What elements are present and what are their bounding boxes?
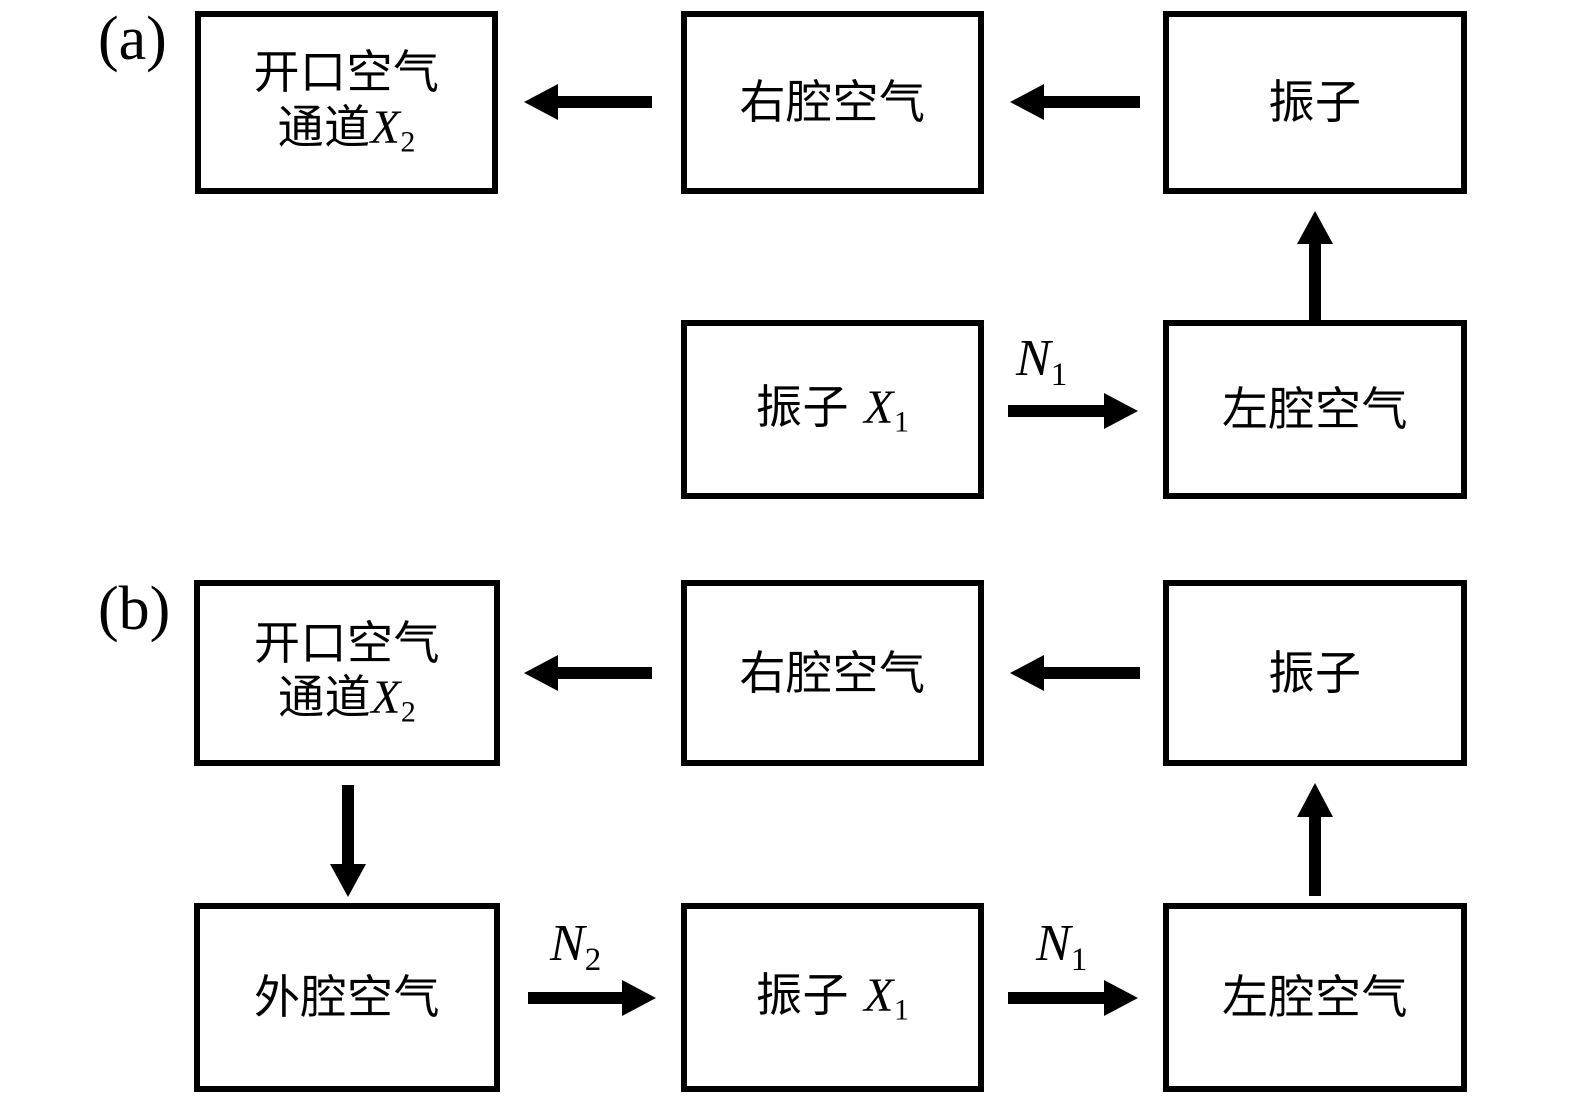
open-air-sub-b: 2 [400, 695, 416, 729]
box-left-cavity-air-a-text: 左腔空气 [1222, 382, 1408, 437]
arrow-label-n1-b-var: N [1036, 915, 1071, 972]
box-oscillator-a: 振子 [1163, 11, 1467, 194]
box-outer-cavity-air-b: 外腔空气 [194, 903, 500, 1092]
arrow-label-n2-b-sub: 2 [584, 941, 602, 978]
box-right-cavity-air-b-text: 右腔空气 [739, 645, 926, 700]
arrow-label-n2-b: N2 [550, 918, 601, 977]
arrow-right-cavity-to-open-channel-a [524, 82, 652, 122]
box-left-cavity-air-a: 左腔空气 [1163, 320, 1467, 499]
box-open-air-channel-b: 开口空气通道X2 [194, 580, 500, 766]
box-oscillator-x1-a-text: 振子 X1 [756, 380, 909, 440]
open-air-line1-b: 开口空气 [254, 615, 440, 670]
box-open-air-channel-b-text: 开口空气通道X2 [254, 616, 440, 730]
open-air-var-a: X [370, 100, 401, 154]
box-oscillator-x1-b-text: 振子 X1 [756, 968, 909, 1028]
box-oscillator-x1-a: 振子 X1 [681, 320, 984, 499]
panel-label-a: (a) [98, 5, 167, 73]
arrow-oscillator-to-right-cavity-a [1010, 82, 1140, 122]
arrow-label-n2-b-var: N [550, 915, 585, 972]
oscillator-x1-sub-b: 1 [893, 993, 909, 1026]
panel-label-b: (b) [98, 575, 171, 643]
arrow-left-cavity-to-oscillator-a [1294, 211, 1336, 321]
box-right-cavity-air-a-text: 右腔空气 [739, 75, 926, 130]
arrow-left-cavity-to-oscillator-b [1294, 783, 1336, 896]
box-right-cavity-air-b: 右腔空气 [681, 580, 984, 766]
box-oscillator-x1-b: 振子 X1 [681, 903, 984, 1092]
open-air-line2-b: 通道 [278, 670, 372, 725]
open-air-line2-a: 通道 [277, 99, 371, 154]
arrow-label-n1-a-var: N [1016, 330, 1051, 387]
arrow-label-n1-b: N1 [1036, 918, 1087, 977]
arrow-open-channel-to-outer-cavity-b [327, 785, 369, 897]
box-oscillator-b-text: 振子 [1268, 645, 1362, 700]
open-air-var-b: X [371, 671, 401, 725]
arrow-label-n1-a-sub: 1 [1050, 356, 1068, 393]
box-open-air-channel-a-text: 开口空气通道X2 [254, 45, 440, 159]
open-air-line1-a: 开口空气 [253, 45, 440, 100]
arrow-oscillator-x1-to-left-cavity-a [1008, 391, 1138, 431]
arrow-outer-cavity-to-oscillator-x1-b [528, 978, 656, 1018]
arrow-right-cavity-to-open-channel-b [524, 653, 652, 693]
box-left-cavity-air-b-text: 左腔空气 [1222, 970, 1408, 1025]
oscillator-x1-prefix-b: 振子 [756, 967, 865, 1022]
arrow-label-n1-a: N1 [1016, 333, 1067, 392]
box-left-cavity-air-b: 左腔空气 [1163, 903, 1467, 1092]
box-right-cavity-air-a: 右腔空气 [681, 11, 984, 194]
box-outer-cavity-air-b-text: 外腔空气 [254, 970, 440, 1025]
box-oscillator-b: 振子 [1163, 580, 1467, 766]
open-air-sub-a: 2 [400, 125, 416, 159]
oscillator-x1-var-a: X [864, 380, 894, 434]
oscillator-x1-var-b: X [864, 968, 894, 1022]
oscillator-x1-sub-a: 1 [893, 405, 909, 438]
box-open-air-channel-a: 开口空气通道X2 [195, 11, 498, 194]
arrow-oscillator-to-right-cavity-b [1010, 653, 1140, 693]
arrow-label-n1-b-sub: 1 [1070, 941, 1088, 978]
arrow-oscillator-x1-to-left-cavity-b [1008, 978, 1138, 1018]
oscillator-x1-prefix-a: 振子 [756, 379, 865, 434]
box-oscillator-a-text: 振子 [1268, 75, 1362, 130]
